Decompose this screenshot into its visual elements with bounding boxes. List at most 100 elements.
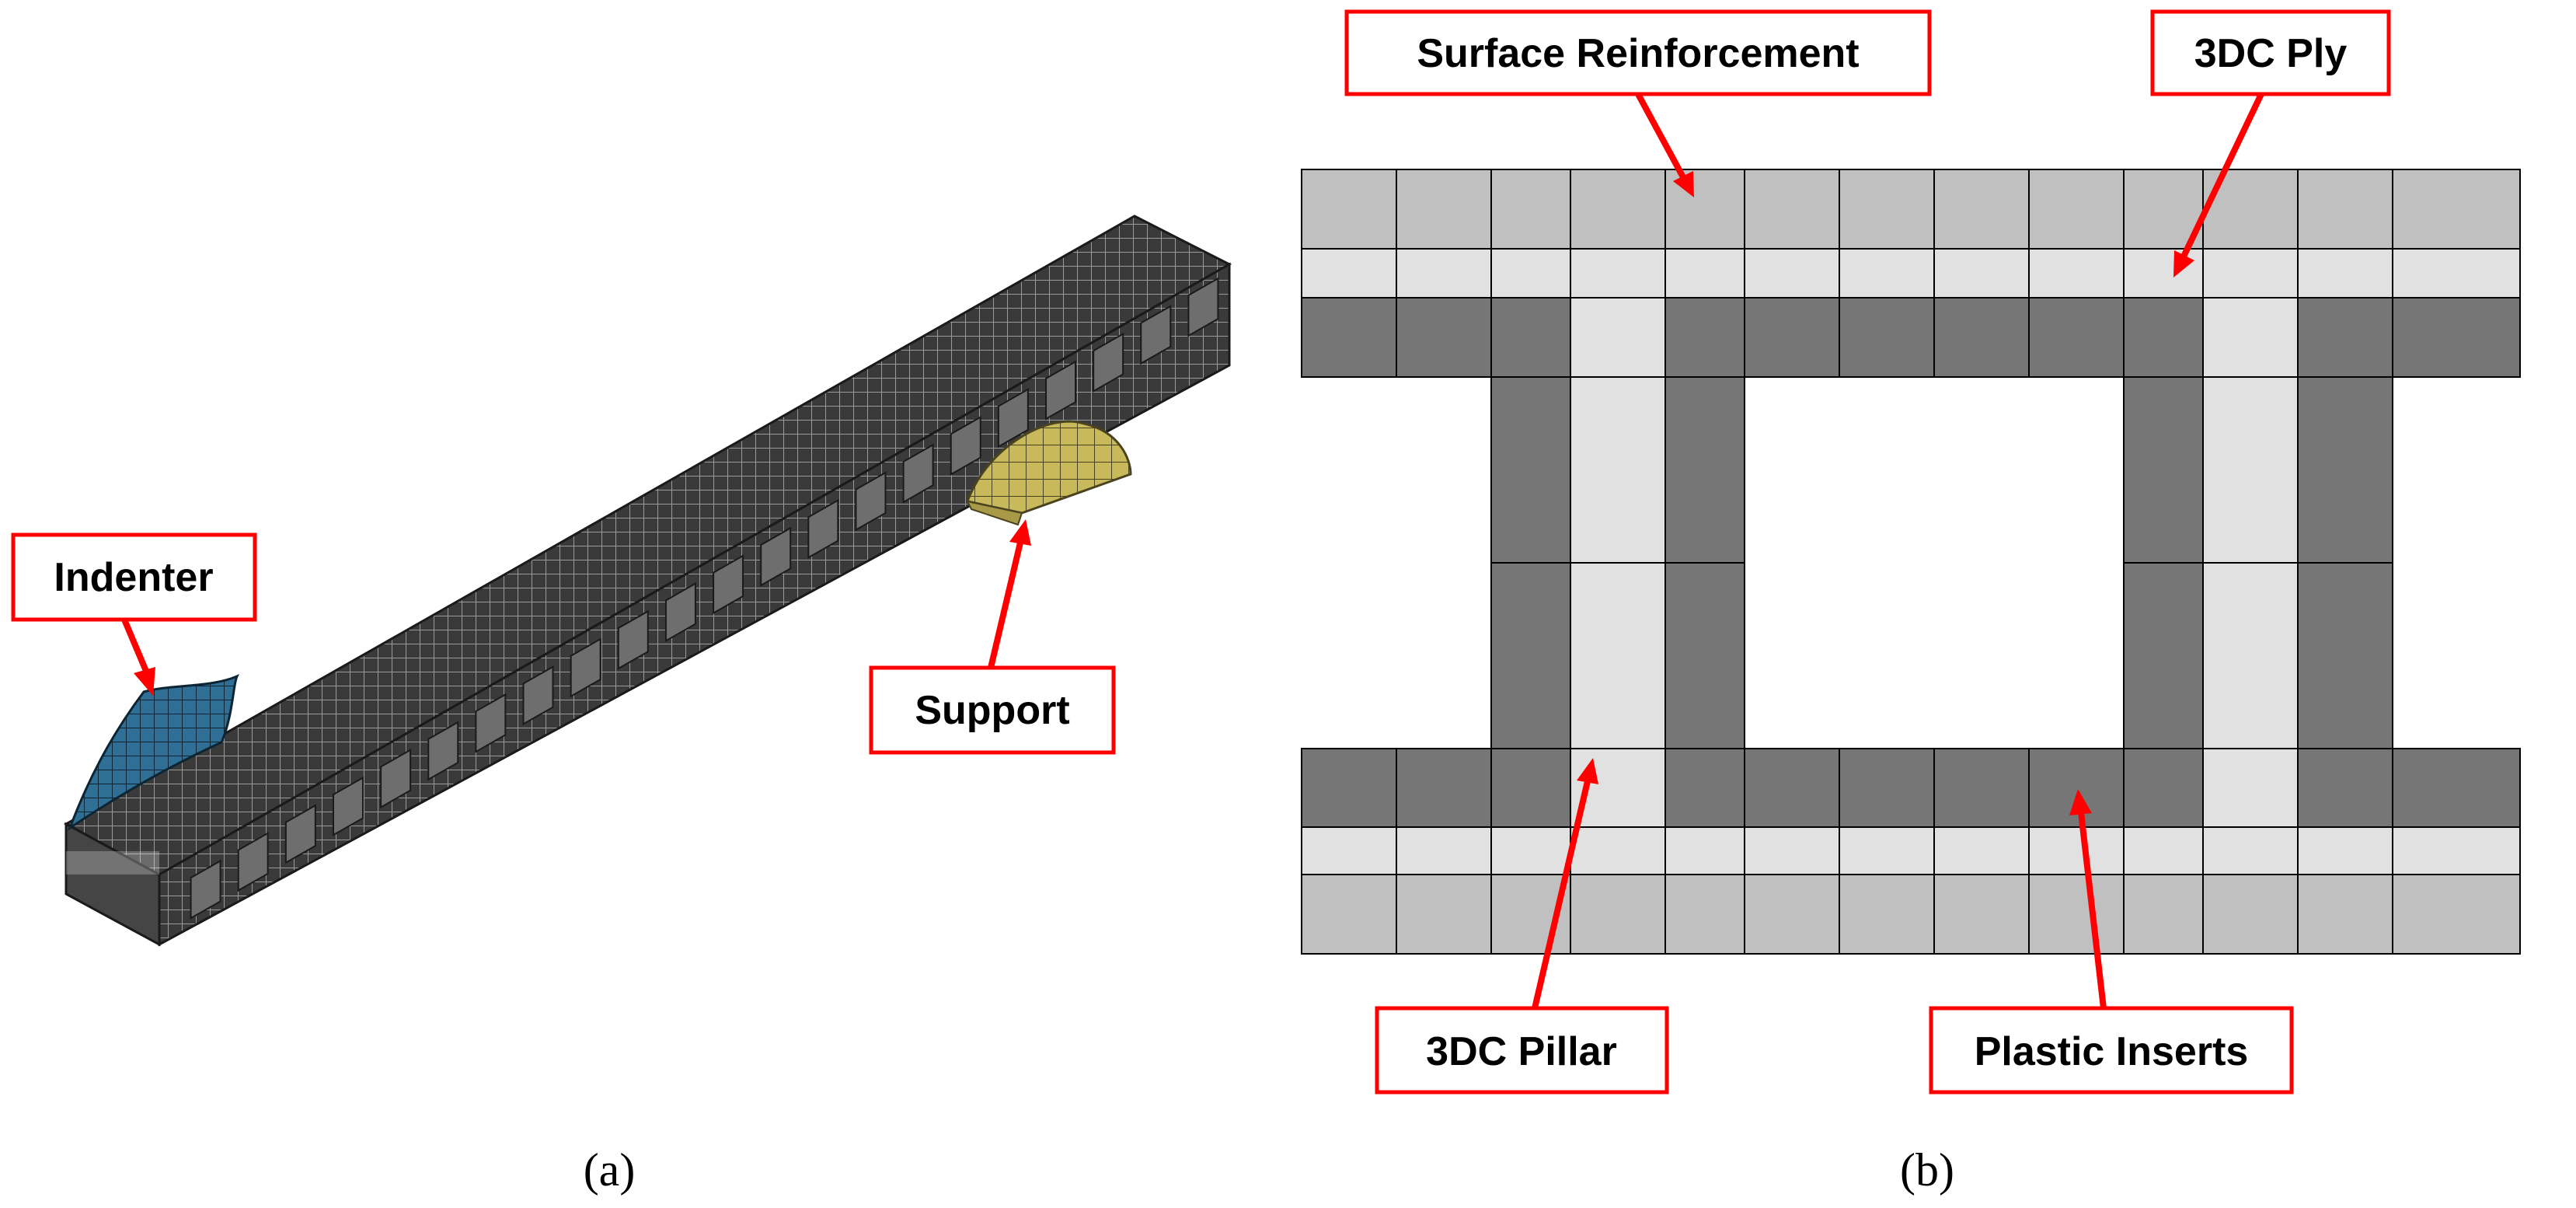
- ply-cell: [1744, 826, 1840, 875]
- ply-cell: [1396, 826, 1492, 875]
- ply-label: 3DC Ply: [2194, 31, 2348, 76]
- reinforcement-cell: [2297, 874, 2393, 955]
- web-opening: [950, 415, 981, 476]
- surface-reinforcement-label: Surface Reinforcement: [1417, 31, 1859, 76]
- ply-callout: 3DC Ply: [2150, 9, 2391, 278]
- reinforcement-cell: [2392, 874, 2521, 955]
- reinforcement-cell: [2028, 169, 2125, 250]
- reinforcement-cell: [2028, 874, 2125, 955]
- ply-cell: [1570, 826, 1666, 875]
- reinforcement-cell: [1396, 874, 1492, 955]
- reinforcement-cell: [1839, 874, 1935, 955]
- caption-a: (a): [584, 1144, 636, 1196]
- web-opening: [332, 776, 364, 836]
- support-label: Support: [915, 688, 1069, 733]
- insert-cell: [1839, 748, 1935, 828]
- reinforcement-cell: [1744, 169, 1840, 250]
- insert-cell: [2123, 297, 2204, 378]
- ply-cell: [1744, 248, 1840, 299]
- caption-b: (b): [1900, 1144, 1954, 1196]
- insert-cell: [1664, 297, 1745, 378]
- ply-cell: [1570, 248, 1666, 299]
- web-opening: [237, 832, 269, 892]
- ply-cell: [2297, 826, 2393, 875]
- insert-cell: [1490, 297, 1571, 378]
- ply-cell: [1490, 248, 1571, 299]
- web-opening: [807, 498, 839, 560]
- web-opening: [570, 637, 601, 698]
- ply-cell: [2202, 826, 2299, 875]
- pillar-cell: [2202, 562, 2299, 749]
- surface-reinforcement-callout: Surface Reinforcement: [1344, 9, 1932, 197]
- support-callout: Support: [869, 519, 1116, 755]
- reinforcement-cell: [2123, 169, 2204, 250]
- support-part: [966, 420, 1132, 526]
- beam-end-face: [64, 822, 161, 947]
- plastic-inserts-callout: Plastic Inserts: [1929, 789, 2294, 1095]
- ply-cell: [1839, 248, 1935, 299]
- ply-cell: [1301, 248, 1397, 299]
- ply-cell: [1301, 826, 1397, 875]
- insert-cell: [1664, 376, 1745, 564]
- reinforcement-cell: [1301, 169, 1397, 250]
- ply-cell: [2028, 248, 2125, 299]
- web-opening: [902, 443, 934, 504]
- web-opening: [380, 749, 412, 809]
- ply-cell: [1490, 826, 1571, 875]
- pillar-cell: [1570, 562, 1666, 749]
- ply-cell: [2028, 826, 2125, 875]
- pillar-label: 3DC Pillar: [1426, 1029, 1617, 1074]
- insert-cell: [1301, 297, 1397, 378]
- pillar-cell: [2202, 376, 2299, 564]
- insert-cell: [1301, 748, 1397, 828]
- ply-cell: [1664, 248, 1745, 299]
- ply-cell: [2123, 248, 2204, 299]
- reinforcement-cell: [1570, 169, 1666, 250]
- insert-cell: [2123, 562, 2204, 749]
- reinforcement-cell: [2297, 169, 2393, 250]
- insert-cell: [2028, 297, 2125, 378]
- insert-cell: [2297, 297, 2393, 378]
- web-opening: [760, 526, 792, 587]
- ply-cell: [1664, 826, 1745, 875]
- insert-cell: [2297, 562, 2393, 749]
- web-opening: [1093, 332, 1124, 393]
- reinforcement-cell: [1933, 874, 2030, 955]
- insert-cell: [1396, 748, 1492, 828]
- ply-cell: [2297, 248, 2393, 299]
- insert-cell: [1490, 748, 1571, 828]
- indenter-callout: Indenter: [11, 532, 257, 696]
- pillar-cell: [1570, 297, 1666, 378]
- insert-cell: [2297, 376, 2393, 564]
- insert-cell: [1490, 562, 1571, 749]
- insert-cell: [1664, 748, 1745, 828]
- pillar-cell: [2202, 748, 2299, 828]
- reinforcement-cell: [1744, 874, 1840, 955]
- web-opening: [855, 471, 887, 532]
- ply-cell: [1933, 826, 2030, 875]
- web-opening: [617, 609, 649, 670]
- insert-cell: [2123, 376, 2204, 564]
- insert-cell: [1933, 748, 2030, 828]
- ply-cell: [2392, 826, 2521, 875]
- pillar-cell: [2202, 297, 2299, 378]
- ply-cell: [1839, 826, 1935, 875]
- ply-cell: [2392, 248, 2521, 299]
- ply-cell: [2123, 826, 2204, 875]
- plastic-inserts-label: Plastic Inserts: [1975, 1029, 2249, 1074]
- panel-b-cross-section: Surface Reinforcement 3DC Ply 3DC Pillar…: [1301, 9, 2521, 1196]
- insert-cell: [1490, 376, 1571, 564]
- insert-cell: [1933, 297, 2030, 378]
- reinforcement-cell: [2123, 874, 2204, 955]
- reinforcement-cell: [1570, 874, 1666, 955]
- insert-cell: [1744, 748, 1840, 828]
- reinforcement-cell: [2392, 169, 2521, 250]
- ply-cell: [1933, 248, 2030, 299]
- insert-cell: [2123, 748, 2204, 828]
- insert-cell: [2392, 297, 2521, 378]
- ply-cell: [2202, 248, 2299, 299]
- indenter-part: [67, 674, 240, 831]
- reinforcement-cell: [1933, 169, 2030, 250]
- insert-cell: [1744, 297, 1840, 378]
- insert-cell: [1664, 562, 1745, 749]
